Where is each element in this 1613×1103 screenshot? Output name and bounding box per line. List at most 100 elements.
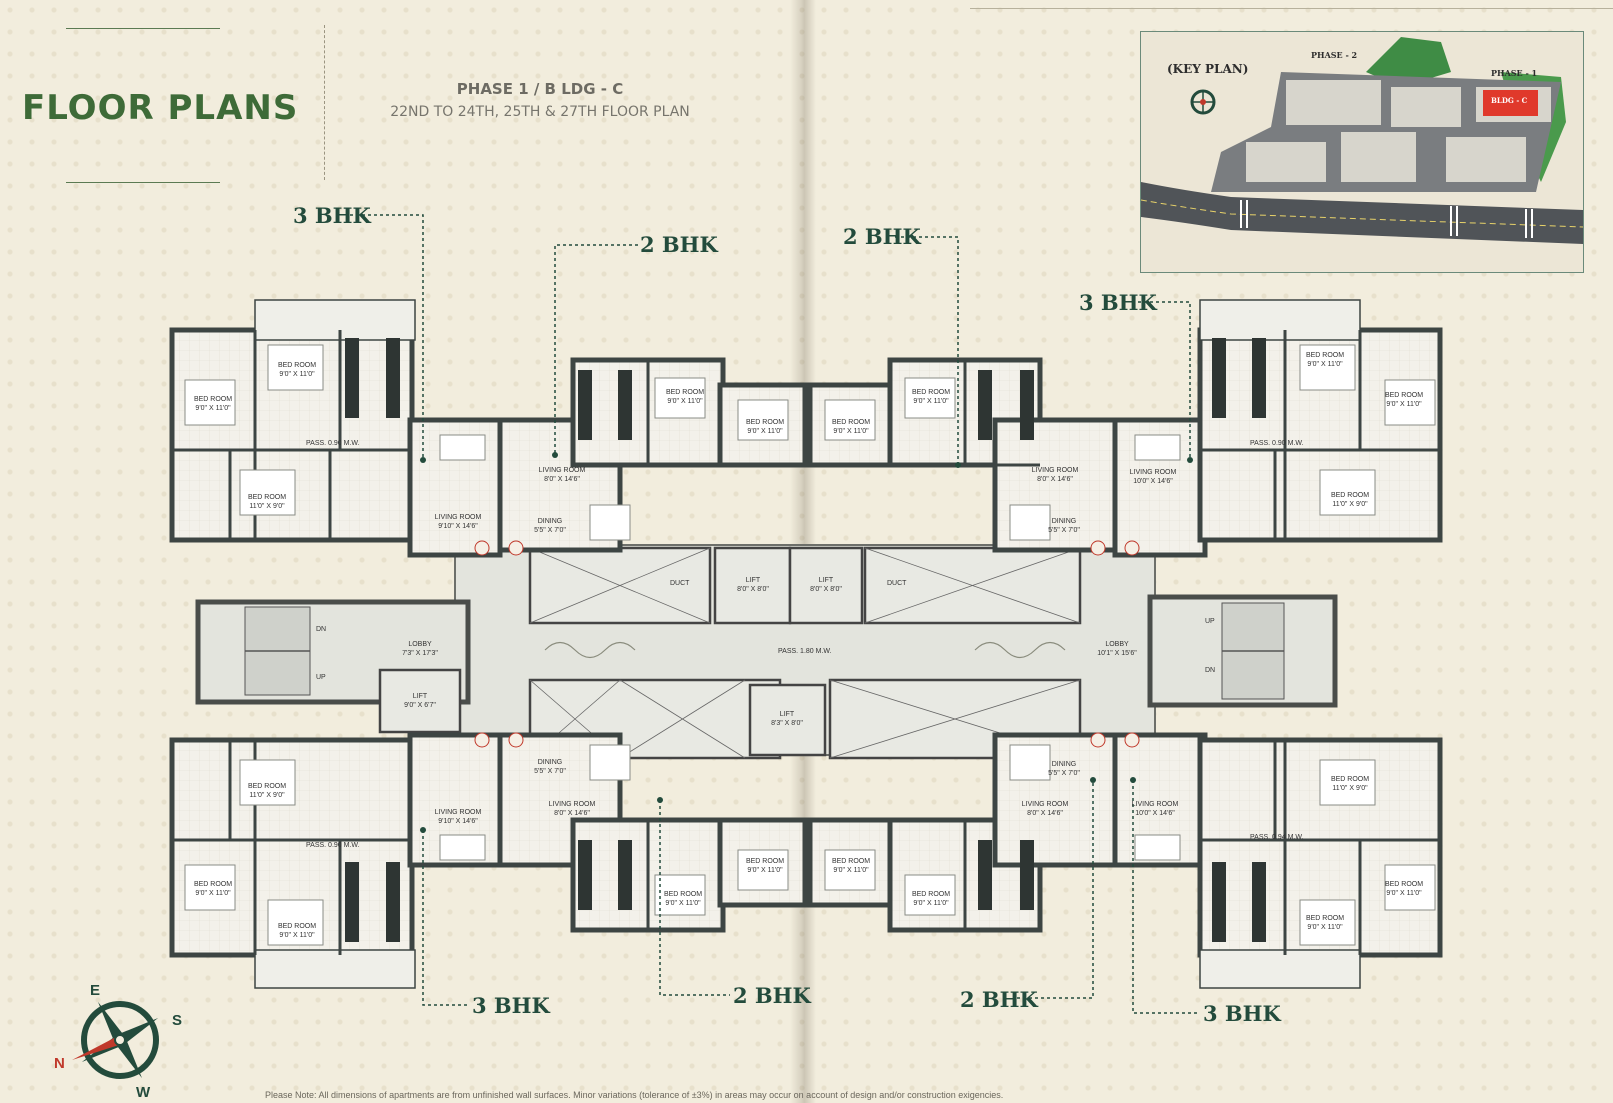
key-plan: (KEY PLAN) PHASE - 2 PHASE - 1 BLDG - C [1140,31,1584,273]
compass-e-label: E [90,982,101,999]
lift-bottom [748,683,827,757]
leader-bottom-left-3bhk [422,830,470,1006]
callout-2bhk-top-left: 2 BHK [640,232,718,257]
callout-2bhk-bottom-left: 2 BHK [733,983,811,1008]
compass-n-label: N [54,1055,65,1072]
stair-dn-label: DN [1205,667,1216,674]
leader-bottom-left-2bhk [659,800,730,996]
unit-07-bed [717,817,808,908]
lift-small [378,668,462,734]
leader-bottom-right-3bhk [1132,780,1200,1014]
duct-label: DUCT [887,580,907,587]
north-compass-icon [72,1001,159,1079]
stair-up-label: UP [316,674,326,681]
unit-08-balcony [254,949,416,989]
leader-top-right-3bhk [1132,301,1191,460]
leader-top-left-2bhk [554,244,638,455]
building-c-highlight [1483,90,1538,116]
passage-label: PASS. 0.90 M.W. [1250,440,1304,447]
leader-top-left-3bhk [350,214,424,460]
compass-s-label: S [172,1012,183,1029]
ornament-right [974,641,1066,659]
main-passage-label: PASS. 1.80 M.W. [778,648,832,655]
leader-top-right-2bhk [895,236,959,465]
unit-01-balcony [254,299,416,341]
key-plan-label: (KEY PLAN) [1167,62,1249,76]
passage-label: PASS. 0.94 M.W. [1250,834,1304,841]
callout-3bhk-bottom-left: 3 BHK [472,993,550,1018]
unit-03-living [992,417,1118,553]
callout-2bhk-bottom-right: 2 BHK [960,987,1038,1012]
title-rule-bottom [66,182,220,183]
footer-note: Please Note: All dimensions of apartment… [265,1090,1004,1100]
callout-3bhk-top-left: 3 BHK [293,203,371,228]
compass-w-label: W [136,1084,151,1101]
greenery-area [1366,37,1451,87]
stair-up-label: UP [1205,618,1215,625]
header-divider [324,25,325,180]
key-plan-phase2: PHASE - 2 [1311,50,1358,60]
floor-subheading: 22ND TO 24TH, 25TH & 27TH FLOOR PLAN [390,104,690,120]
unit-05-balcony [1199,949,1361,989]
road [1141,182,1583,244]
ornament-left [544,641,636,659]
callout-3bhk-top-right: 3 BHK [1079,290,1157,315]
right-staircase [1221,602,1285,700]
leader-bottom-right-2bhk [1017,780,1094,999]
page-title: FLOOR PLANS [22,88,299,128]
left-staircase [244,606,311,696]
key-plan-map [1141,32,1583,272]
passage-label: PASS. 0.90 M.W. [306,842,360,849]
key-plan-phase1: PHASE - 1 [1491,68,1538,78]
callout-3bhk-bottom-right: 3 BHK [1203,1001,1281,1026]
stair-dn-label: DN [316,626,327,633]
key-plan-compass-icon [1190,89,1216,115]
duct-label: DUCT [670,580,690,587]
passage-label: PASS. 0.90 M.W. [306,440,360,447]
unit-04-balcony [1199,299,1361,341]
callout-2bhk-top-right: 2 BHK [843,224,921,249]
title-rule-top [66,28,220,29]
phase-heading: PHASE 1 / B LDG - C [456,80,624,98]
lift-2 [788,546,864,625]
